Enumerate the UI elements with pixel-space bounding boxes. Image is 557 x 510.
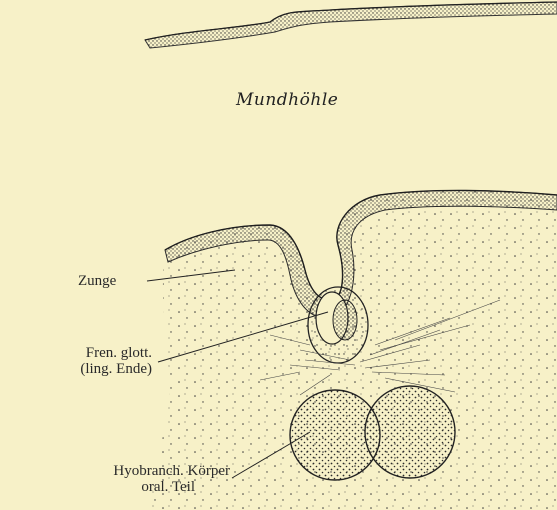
roof-epithelium	[145, 2, 557, 48]
label-hyobranchial-line2: oral. Teil	[4, 479, 230, 495]
label-frenulum-line2: (ling. Ende)	[50, 361, 152, 377]
label-frenulum-line1: Fren. glott.	[50, 345, 152, 361]
label-frenulum: Fren. glott. (ling. Ende)	[50, 345, 152, 377]
frenulum-structure	[308, 287, 368, 363]
label-tongue: Zunge	[78, 273, 116, 289]
cavity-label: Mundhöhle	[236, 90, 338, 110]
label-hyobranchial: Hyobranch. Körper oral. Teil	[4, 463, 230, 495]
label-hyobranchial-line1: Hyobranch. Körper	[4, 463, 230, 479]
